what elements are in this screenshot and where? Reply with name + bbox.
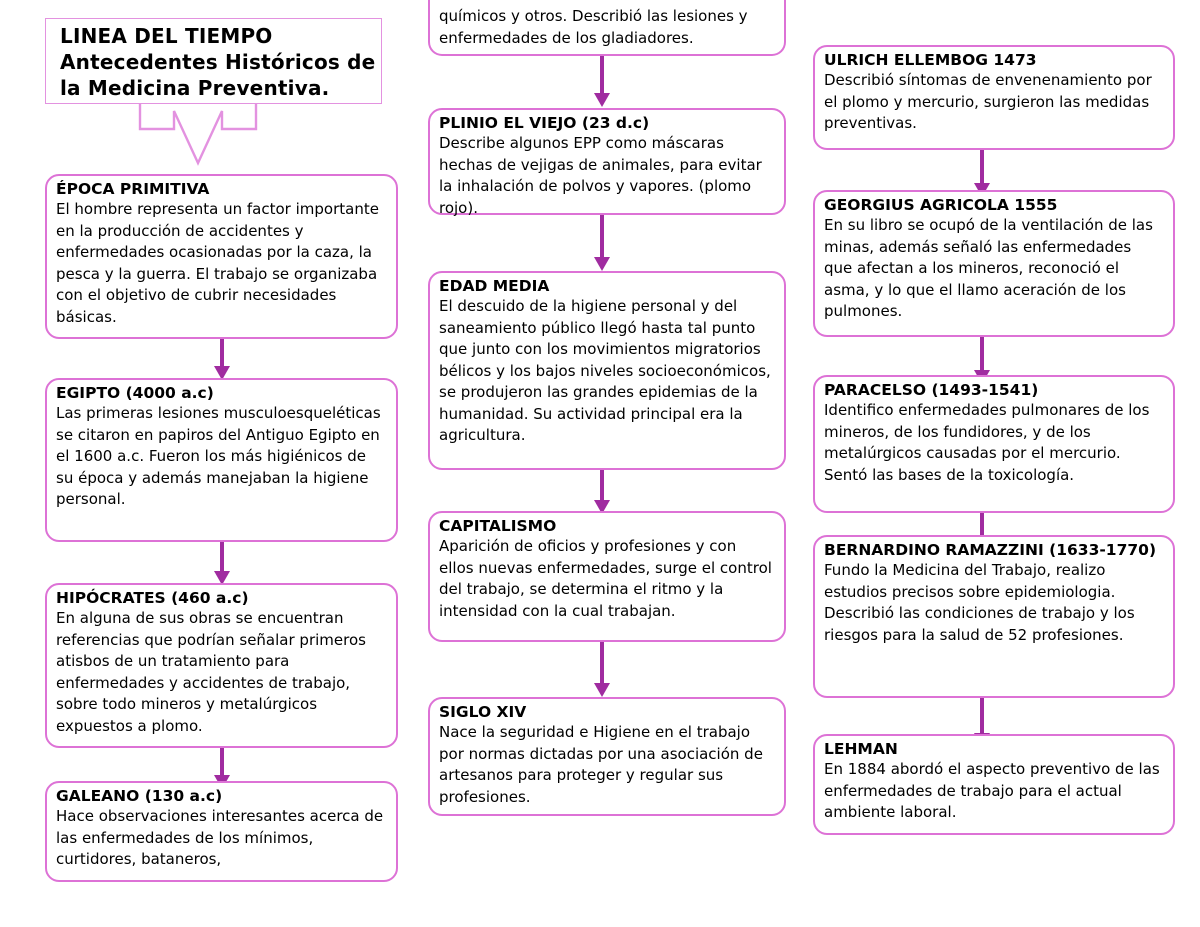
node-georgius-agricola[interactable]: GEORGIUS AGRICOLA 1555 En su libro se oc… (813, 190, 1175, 337)
timeline-title-box: LINEA DEL TIEMPO Antecedentes Históricos… (45, 18, 382, 104)
node-galeano[interactable]: GALEANO (130 a.c) Hace observaciones int… (45, 781, 398, 882)
node-body: En alguna de sus obras se encuentran ref… (56, 609, 366, 735)
node-capitalismo[interactable]: CAPITALISMO Aparición de oficios y profe… (428, 511, 786, 642)
node-body: Nace la seguridad e Higiene en el trabaj… (439, 723, 763, 806)
node-title: ULRICH ELLEMBOG 1473 (824, 51, 1037, 69)
node-title: BERNARDINO RAMAZZINI (1633-1770) (824, 541, 1157, 559)
node-title: HIPÓCRATES (460 a.c) (56, 589, 249, 607)
node-body: Identifico enfermedades pulmonares de lo… (824, 401, 1150, 484)
node-body: Las primeras lesiones musculoesquelética… (56, 404, 381, 508)
node-body: El hombre representa un factor important… (56, 200, 379, 326)
node-body: Aparición de oficios y profesiones y con… (439, 537, 772, 620)
node-title: ÉPOCA PRIMITIVA (56, 180, 210, 198)
title-line-3: la Medicina Preventiva. (60, 76, 330, 100)
title-line-1: LINEA DEL TIEMPO (60, 24, 273, 48)
node-body: Describió síntomas de envenenamiento por… (824, 71, 1152, 132)
node-title: GEORGIUS AGRICOLA 1555 (824, 196, 1058, 214)
node-edad-media[interactable]: EDAD MEDIA El descuido de la higiene per… (428, 271, 786, 470)
arrow-connector (214, 339, 230, 380)
arrow-connector (214, 542, 230, 585)
node-title: PARACELSO (1493-1541) (824, 381, 1039, 399)
node-body: Describe algunos EPP como máscaras hecha… (439, 134, 762, 217)
node-body: químicos y otros. Describió las lesiones… (439, 7, 748, 47)
down-arrow-outline-icon (138, 103, 258, 166)
node-siglo-xiv[interactable]: SIGLO XIV Nace la seguridad e Higiene en… (428, 697, 786, 816)
node-title: SIGLO XIV (439, 703, 527, 721)
node-hipocrates[interactable]: HIPÓCRATES (460 a.c) En alguna de sus ob… (45, 583, 398, 748)
title-line-2: Antecedentes Históricos de (60, 50, 376, 74)
arrow-connector (594, 56, 610, 107)
node-title: EGIPTO (4000 a.c) (56, 384, 214, 402)
node-ulrich-ellembog[interactable]: ULRICH ELLEMBOG 1473 Describió síntomas … (813, 45, 1175, 150)
arrow-connector (594, 470, 610, 514)
node-title: CAPITALISMO (439, 517, 557, 535)
arrow-connector (594, 215, 610, 271)
node-lehman[interactable]: LEHMAN En 1884 abordó el aspecto prevent… (813, 734, 1175, 835)
node-body: El descuido de la higiene personal y del… (439, 297, 771, 444)
node-paracelso[interactable]: PARACELSO (1493-1541) Identifico enferme… (813, 375, 1175, 513)
node-body: Fundo la Medicina del Trabajo, realizo e… (824, 561, 1135, 644)
node-galeano-continuacion[interactable]: químicos y otros. Describió las lesiones… (428, 0, 786, 56)
node-plinio-el-viejo[interactable]: PLINIO EL VIEJO (23 d.c) Describe alguno… (428, 108, 786, 217)
arrow-connector (594, 642, 610, 697)
node-bernardino-ramazzini[interactable]: BERNARDINO RAMAZZINI (1633-1770) Fundo l… (813, 535, 1175, 698)
node-title: EDAD MEDIA (439, 277, 550, 295)
node-epoca-primitiva[interactable]: ÉPOCA PRIMITIVA El hombre representa un … (45, 174, 398, 339)
node-title: GALEANO (130 a.c) (56, 787, 223, 805)
node-body: En su libro se ocupó de la ventilación d… (824, 216, 1153, 320)
node-egipto[interactable]: EGIPTO (4000 a.c) Las primeras lesiones … (45, 378, 398, 542)
node-title: PLINIO EL VIEJO (23 d.c) (439, 114, 650, 132)
node-body: Hace observaciones interesantes acerca d… (56, 807, 384, 868)
node-title: LEHMAN (824, 740, 898, 758)
node-body: En 1884 abordó el aspecto preventivo de … (824, 760, 1160, 821)
